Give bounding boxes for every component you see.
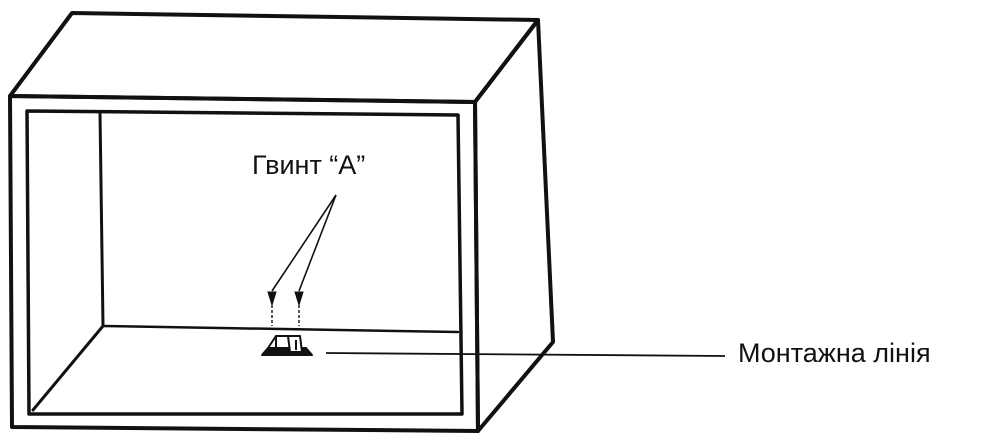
cabinet-back-bottom-edge [101,324,460,334]
cabinet-right-face [473,18,555,433]
mounting-bracket-icon [261,335,313,356]
cabinet-inner-frame [25,109,464,416]
mounting-line-leader [325,352,726,357]
screw-leader-line-right [298,194,337,292]
screw-right-icon [294,291,304,307]
cabinet-floor-diagonal [31,324,105,412]
screw-a-label: Гвинт “A” [252,150,366,180]
cabinet-drawing [8,11,555,433]
screw-callout [267,194,337,326]
screw-left-icon [267,291,277,307]
cabinet-back-left-edge [98,110,105,328]
cabinet-top-face [8,11,540,104]
cabinet-outer-frame [8,94,480,433]
mounting-line-label: Монтажна лінія [738,338,931,368]
screw-leader-line-left [271,194,337,292]
